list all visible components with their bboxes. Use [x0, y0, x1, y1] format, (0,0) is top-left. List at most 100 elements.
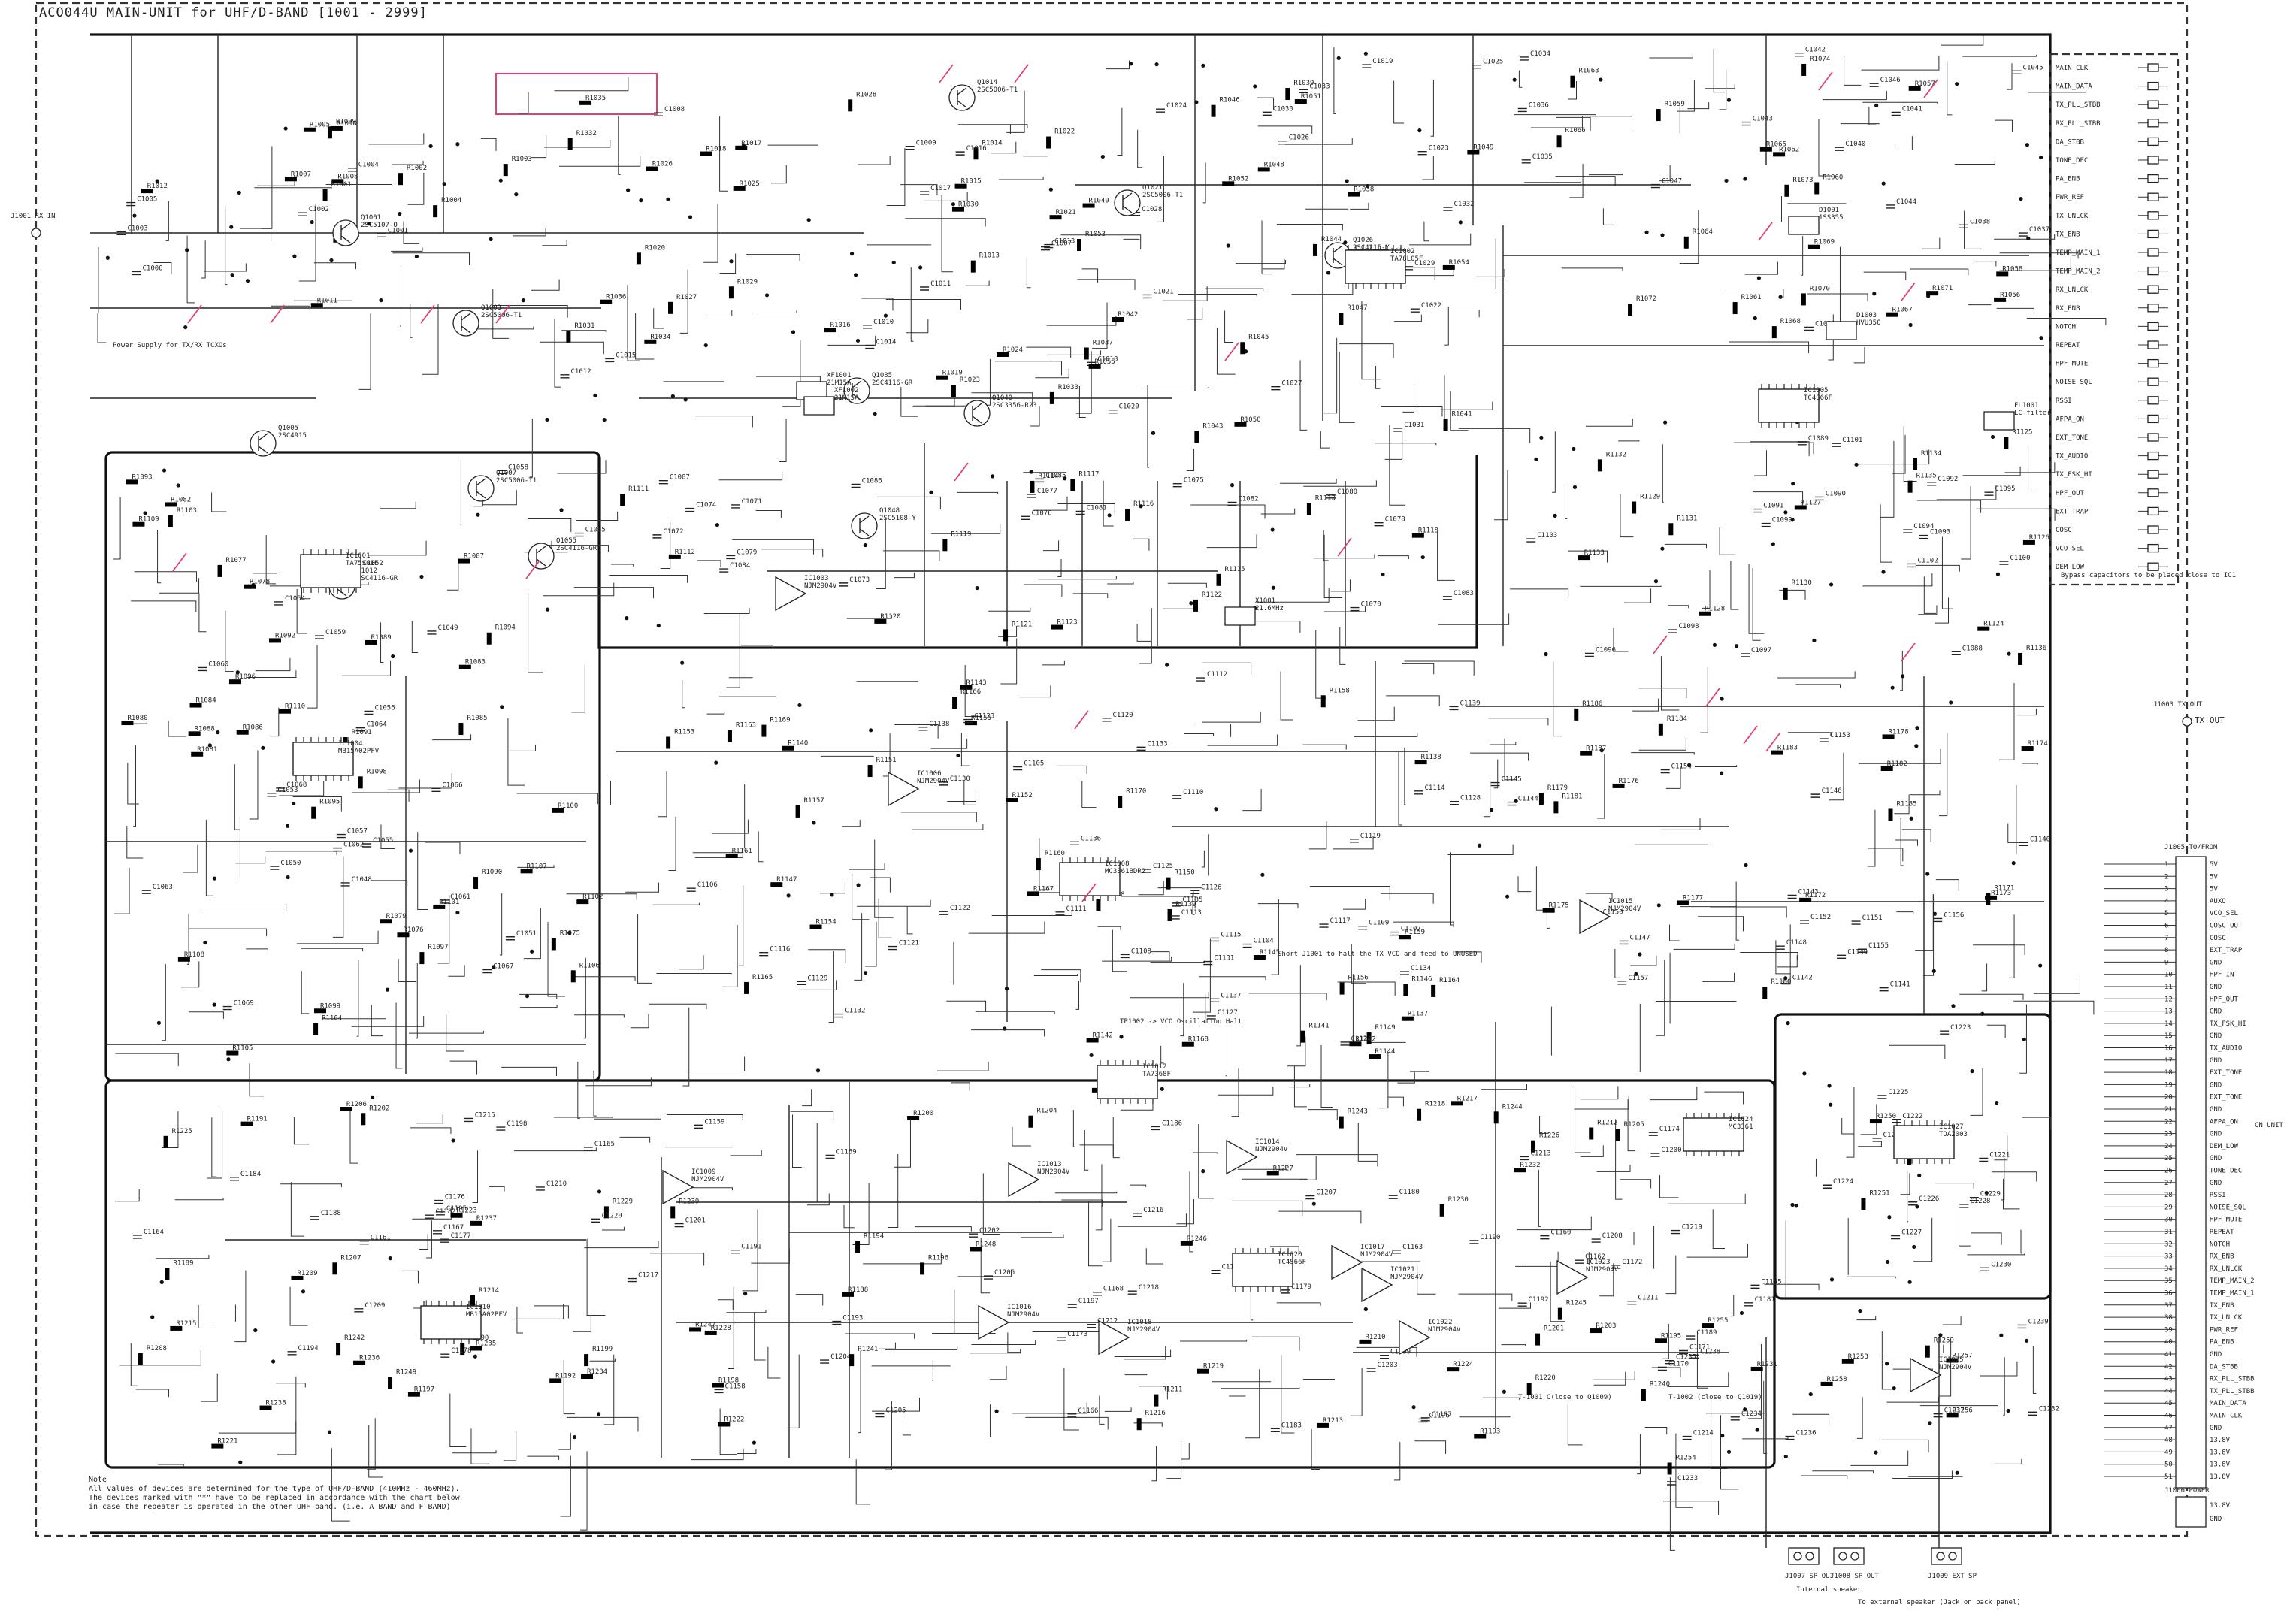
capacitor-label: C1066 — [442, 781, 462, 789]
junction-dot — [666, 198, 670, 201]
filter-body — [1225, 607, 1255, 625]
resistor-label: R1061 — [1741, 294, 1762, 301]
capacitor-label: C1233 — [1677, 1475, 1698, 1482]
capacitor — [759, 953, 768, 956]
j1005-pin-number: 19 — [2164, 1081, 2173, 1089]
capacitor-label: C1089 — [1808, 435, 1829, 443]
transistor-symbol — [949, 85, 975, 110]
junction-dot — [246, 279, 250, 283]
resistor-label: R1089 — [371, 634, 392, 642]
wire-trace — [1632, 699, 1659, 711]
component-part: 2SC5006-T1 — [1142, 192, 1183, 199]
wire-trace — [1490, 742, 1516, 745]
wire-trace — [1665, 1256, 1675, 1294]
wire-trace — [1124, 239, 1139, 240]
resistor-label: R1110 — [285, 703, 305, 711]
wire-trace — [1668, 606, 1688, 608]
wire-trace — [1277, 225, 1342, 231]
capacitor-label: C1198 — [507, 1120, 527, 1128]
j1005-pin-label: COSC — [2210, 935, 2226, 942]
bus-capacitor — [2148, 230, 2158, 237]
junction-dot — [398, 212, 401, 216]
junction-dot — [1119, 1035, 1123, 1038]
resistor-label: R1225 — [172, 1128, 192, 1135]
resistor — [1733, 302, 1738, 314]
j1005-pin-number: 13 — [2164, 1008, 2173, 1016]
capacitor-label: C1140 — [2030, 836, 2050, 843]
capacitor-label: C1057 — [347, 828, 368, 836]
wire-trace — [1788, 733, 1831, 736]
wire-trace — [1309, 821, 1326, 849]
capacitor — [1933, 918, 1942, 921]
wire-trace — [1850, 1451, 1907, 1466]
resistor-label: R1124 — [1983, 621, 2004, 628]
wire-trace — [1971, 1233, 2002, 1245]
resistor-label: R1078 — [250, 579, 270, 586]
capacitor-label: C1110 — [1183, 789, 1203, 796]
resistor-label: R1051 — [1301, 93, 1321, 101]
junction-dot — [328, 1430, 331, 1434]
capacitor — [1762, 524, 1771, 527]
junction-dot — [1539, 436, 1543, 440]
wire-trace — [628, 285, 640, 361]
junction-dot — [1108, 513, 1112, 517]
wire-trace — [1020, 685, 1051, 697]
capacitor — [1753, 509, 1762, 512]
resistor-label: R1121 — [1012, 621, 1032, 628]
junction-dot — [1891, 686, 1895, 690]
junction-dot — [2019, 197, 2022, 201]
wire-trace — [416, 1114, 443, 1123]
wire-trace — [1630, 956, 1656, 966]
capacitor-label: C1215 — [475, 1111, 495, 1119]
junction-dot — [1513, 78, 1517, 82]
j1005-pin-number: 42 — [2164, 1363, 2173, 1371]
resistor — [1628, 304, 1632, 316]
capacitor — [685, 509, 694, 512]
resistor-label: R1197 — [414, 1386, 434, 1394]
wire-trace — [1133, 539, 1149, 550]
capacitor-label: C1216 — [1143, 1207, 1163, 1214]
wire-trace — [1624, 588, 1651, 603]
resistor-label: R1131 — [1677, 515, 1697, 522]
resistor — [1616, 1129, 1620, 1141]
wire-trace — [1967, 1254, 2024, 1255]
resistor-label: R1219 — [1203, 1363, 1224, 1371]
wire-trace — [1519, 71, 1522, 88]
wire-trace — [1431, 80, 1434, 136]
capacitor-label: C1081 — [1087, 504, 1107, 512]
junction-dot — [443, 182, 446, 186]
capacitor — [1658, 1367, 1667, 1370]
capacitor-label: C1166 — [1078, 1407, 1098, 1415]
bus-signal-label: NOTCH — [2056, 323, 2076, 331]
component-ref: IC1003 — [804, 575, 829, 582]
capacitor-label: C1056 — [375, 704, 395, 712]
hold-note: Short J1001 to halt the TX VCO and feed … — [1278, 951, 1478, 958]
j1005-pin-label: GND — [2210, 1057, 2222, 1065]
junction-dot — [1928, 1421, 1931, 1425]
bus-signal-label: PA_ENB — [2056, 176, 2080, 183]
wire-trace — [876, 518, 886, 589]
resistor — [1772, 326, 1777, 338]
transistor-symbol — [1115, 190, 1140, 216]
capacitor — [1390, 932, 1399, 935]
junction-dot — [1049, 188, 1053, 192]
capacitor — [1919, 536, 1928, 539]
speaker-jack-pin — [1839, 1552, 1847, 1560]
wire-trace — [1745, 261, 1778, 274]
wire-trace — [1278, 1211, 1361, 1223]
wire-trace — [653, 903, 699, 905]
resistor — [1301, 1031, 1305, 1043]
capacitor-label: C1036 — [1529, 101, 1549, 109]
wire-trace — [947, 790, 976, 802]
component-ref: IC1008 — [1105, 860, 1130, 868]
junction-dot — [1227, 243, 1230, 247]
capacitor-label: C1185 — [1761, 1278, 1781, 1286]
wire-trace — [561, 1455, 571, 1516]
junction-dot — [1194, 100, 1198, 104]
resistor — [1444, 419, 1448, 431]
resistor-label: R1129 — [1640, 494, 1660, 501]
capacitor — [1087, 1325, 1096, 1328]
wire-trace — [1862, 573, 1932, 586]
resistor-label: R1034 — [650, 334, 670, 341]
